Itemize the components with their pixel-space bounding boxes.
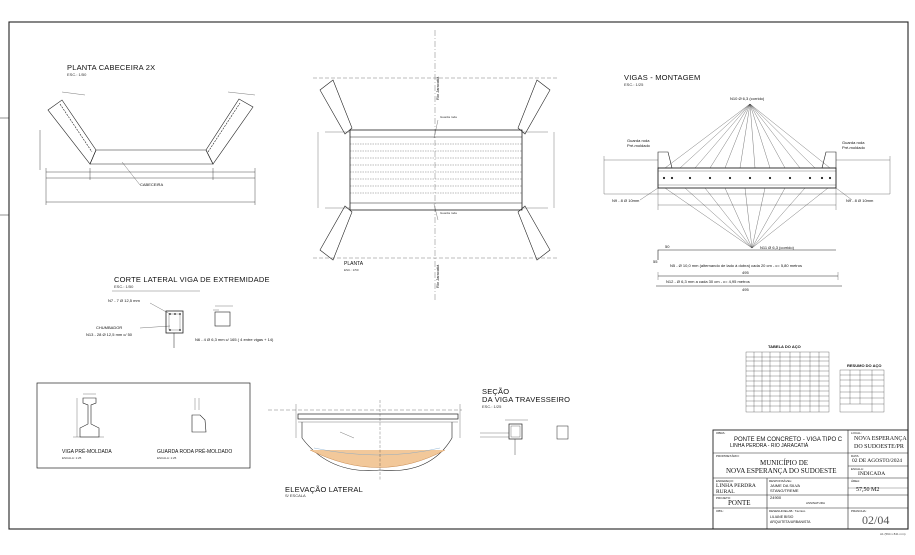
n10-label: N10 Ø 6,3 (corrido) [730, 96, 765, 101]
planta-cabeceira-drawing [39, 91, 256, 205]
escala-label: ESCALA: [851, 467, 864, 471]
vigas-montagem-drawing [603, 103, 891, 287]
prancha-label: PRANCHA: [851, 509, 867, 513]
obra-label: OBRA: [716, 431, 726, 435]
tabela-aco-grid [745, 351, 830, 413]
dim-55: 55 [653, 259, 658, 264]
local-line-1: NOVA ESPERANÇA [854, 436, 907, 442]
n5-label: N5 - Ø 10,0 mm (alternando de lado à dob… [670, 263, 802, 268]
vigas-montagem-scale: ESC.: 1/25 [624, 82, 644, 87]
endereco-label: ENDEREÇO: [716, 479, 734, 483]
n13-label: N13 - 28 Ø 12,5 mm c/ 50 [86, 332, 133, 337]
secao-drawing [480, 419, 569, 455]
n9-right-label: N9 - 8 Ø 10mm [846, 198, 874, 203]
desenho-label: DESENHO/ELAB.: Técnico [769, 509, 806, 513]
title-block-grid [712, 429, 909, 530]
area-label: ÁREA: [851, 479, 861, 483]
n11-label: N11 Ø 6,3 (corrido) [760, 245, 794, 250]
corte-lateral-drawing [112, 290, 233, 348]
projeto-label: PROJETO: [716, 496, 731, 500]
viga-pre-title: VIGA PRÉ-MOLDADA [62, 449, 112, 455]
tabela-aco-title: TABELA DO AÇO [768, 344, 801, 349]
dim-495b: 495 [742, 287, 749, 292]
secao-title-2: DA VIGA TRAVESSEIRO [482, 395, 571, 404]
endereco-line-2: RURAL [716, 489, 735, 495]
corte-lateral-scale: ESC.: 1/50 [114, 284, 134, 289]
planta-bridge-drawing [313, 30, 558, 300]
gr-right-label-2: Pré-moldado [842, 145, 865, 150]
gr-left-label-1: Guarda roda [627, 138, 650, 143]
obra-line-1: PONTE EM CONCRETO - VIGA TIPO C [734, 437, 843, 443]
planta-cabeceira-title: PLANTA CABECEIRA 2X [67, 63, 156, 72]
elevacao-scale: S/ ESCALA [285, 493, 306, 498]
gr-left-label-2: Pré-moldado [627, 143, 650, 148]
viga-pre-scale: ESCALA: 1:25 [62, 456, 82, 460]
resumo-aco-title: RESUMO DO AÇO [847, 363, 882, 368]
data-value: 02 DE AGOSTO/2024 [852, 458, 903, 464]
data-label: DATA: [851, 454, 860, 458]
n9-left-label: N9 - 8 Ø 10mm [612, 198, 640, 203]
desenho-line-2: ARQUITETA/URBANISTA [770, 520, 811, 524]
cabeceira-label: CABECEIRA [140, 182, 164, 187]
resp-line-2: STANG/TREME [770, 488, 799, 493]
n12-label: N12 - Ø 6,3 mm a cada 30 cm - c= 4,95 me… [666, 279, 750, 284]
chumbador-label: CHUMBADOR [96, 325, 123, 330]
guarda-roda-pre-scale: ESCALA: 1:25 [157, 456, 177, 460]
secao-scale: ESC.: 1/25 [482, 404, 502, 409]
resumo-aco-grid [839, 369, 885, 413]
planta-scale: ESC.: 1/50 [344, 268, 359, 272]
dim-495a: 495 [742, 270, 749, 275]
prancha-value: 02/04 [862, 513, 890, 527]
elevacao-title: ELEVAÇÃO LATERAL [285, 485, 363, 494]
gr-right-label-1: Guarda roda [842, 140, 865, 145]
endereco-line-1: LINHA PERDRA [716, 483, 756, 489]
sheet-size-footer: A1 (594 x 841 mm) [880, 532, 906, 536]
local-label: LOCAL: [851, 431, 862, 435]
dim-50: 50 [665, 244, 670, 249]
planta-title: PLANTA [344, 261, 364, 267]
rio-label-top: Rio Jaracatiá [435, 76, 440, 100]
corte-lateral-title: CORTE LATERAL VIGA DE EXTREMIDADE [114, 275, 270, 284]
projeto-value: PONTE [728, 499, 751, 507]
guarda-roda-pre-title: GUARDA RODA PRÉ-MOLDADO [157, 449, 233, 455]
desenho-line-1: LILIANE BISIO [770, 515, 794, 519]
assinatura-label: ASSINATURA [806, 501, 825, 505]
planta-cabeceira-scale: ESC.: 1/50 [67, 72, 87, 77]
prop-line-2: NOVA ESPERANÇA DO SUDOESTE [726, 467, 837, 475]
guarda-roda-label-bottom: Guarda roda [440, 211, 457, 215]
resp-line-1: JAIME DA SILVA [770, 483, 801, 488]
elevacao-drawing [268, 400, 462, 480]
obs-label: OBS.: [716, 509, 725, 513]
prop-line-1: MUNICÍPIO DE [760, 459, 809, 467]
n6-label: N6 - 4 Ø 6,3 mm c/ 165 ( 4 entre vigas +… [195, 337, 274, 342]
obra-line-2: LINHA PERDRA - RIO JARACATIÁ [730, 443, 809, 449]
vigas-montagem-title: VIGAS - MONTAGEM [624, 73, 701, 82]
n7-label: N7 - 7 Ø 12,5 mm [108, 298, 140, 303]
area-value: 57,50 M2 [856, 487, 880, 493]
rio-label-bottom: Rio Jaracatiá [435, 264, 440, 288]
local-line-2: DO SUDOESTE/PR [854, 444, 904, 450]
proprietario-label: PROPRIETÁRIO: [716, 454, 740, 458]
secao-title-1: SEÇÃO [482, 387, 510, 396]
escala-value: INDICADA [858, 471, 886, 477]
viga-guarda-box [36, 382, 251, 469]
resp-line-3: 24900 [770, 495, 782, 500]
guarda-roda-label-top: Guarda roda [440, 115, 457, 119]
responsavel-label: RESPONSÁVEL: [769, 479, 793, 483]
